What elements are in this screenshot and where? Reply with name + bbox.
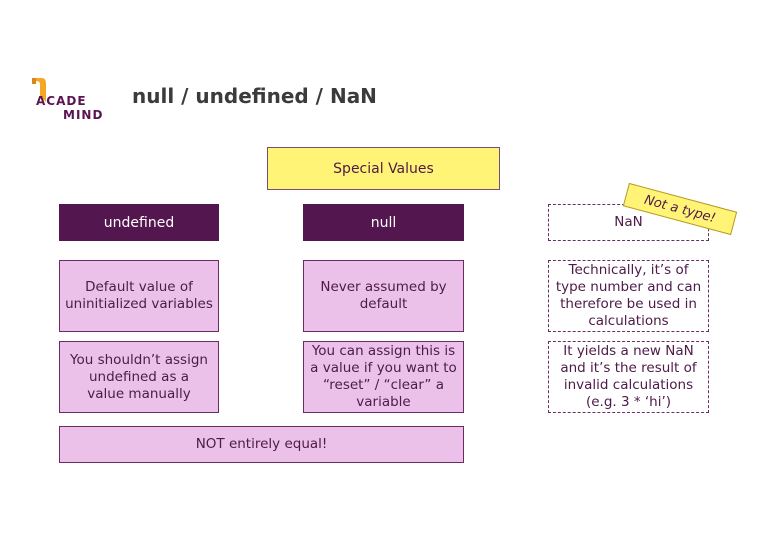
nan-cell-2: It yields a new NaN and it’s the result … (548, 341, 709, 413)
undefined-cell-1: Default value of uninitialized variables (59, 260, 219, 332)
logo-text-line1: ACADE (36, 94, 87, 108)
undefined-cell-2: You shouldn’t assign undefined as a valu… (59, 341, 219, 413)
logo-flag-icon (32, 78, 46, 102)
logo: ACADE MIND (28, 76, 108, 122)
not-entirely-equal-footer: NOT entirely equal! (59, 426, 464, 463)
nan-cell-1: Technically, it’s of type number and can… (548, 260, 709, 332)
null-cell-2: You can assign this is a value if you wa… (303, 341, 464, 413)
null-cell-1: Never assumed by default (303, 260, 464, 332)
logo-text-line2: MIND (63, 108, 104, 122)
page-title: null / undefined / NaN (132, 84, 377, 108)
column-heading-null: null (303, 204, 464, 241)
special-values-header: Special Values (267, 147, 500, 190)
column-heading-undefined: undefined (59, 204, 219, 241)
